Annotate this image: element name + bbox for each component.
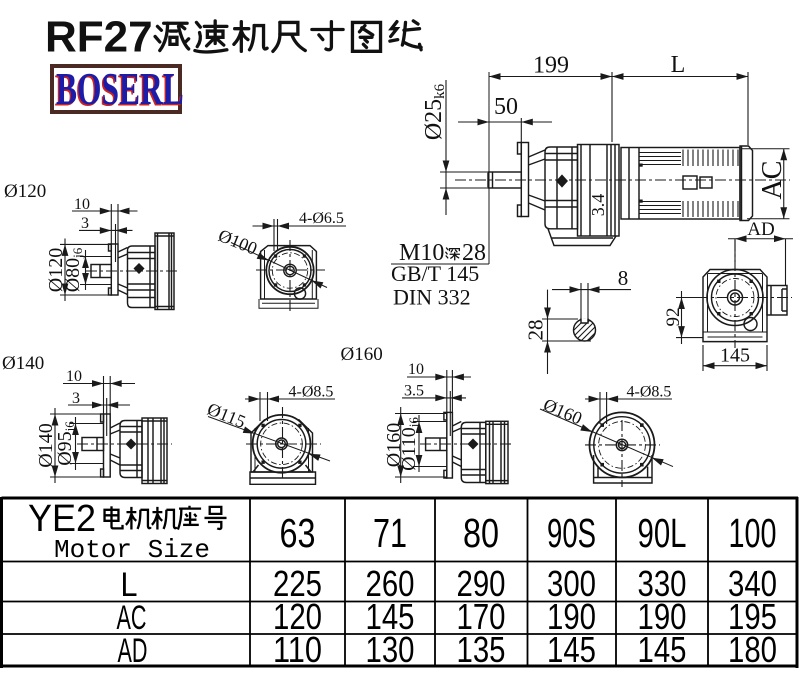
svg-text:145: 145 xyxy=(366,596,415,637)
svg-text:Ø110j6: Ø110j6 xyxy=(398,417,421,471)
svg-text:Ø160: Ø160 xyxy=(383,423,405,467)
svg-text:180: 180 xyxy=(728,629,777,670)
svg-text:3.4: 3.4 xyxy=(588,194,608,217)
svg-text:3: 3 xyxy=(81,215,89,232)
svg-text:BOSERL: BOSERL xyxy=(56,65,184,115)
svg-text:260: 260 xyxy=(366,563,415,604)
svg-text:4-Ø6.5: 4-Ø6.5 xyxy=(299,210,344,227)
svg-text:AC: AC xyxy=(117,599,147,637)
svg-text:DIN 332: DIN 332 xyxy=(393,285,471,310)
svg-text:4-Ø8.5: 4-Ø8.5 xyxy=(627,384,672,401)
svg-text:YE2: YE2 xyxy=(28,498,96,540)
svg-text:145: 145 xyxy=(547,629,596,670)
svg-text:90S: 90S xyxy=(547,510,596,556)
svg-text:Ø120: Ø120 xyxy=(4,181,46,202)
svg-text:50: 50 xyxy=(494,94,518,120)
svg-text:170: 170 xyxy=(457,596,506,637)
svg-text:Ø140: Ø140 xyxy=(2,353,44,374)
svg-text:4-Ø8.5: 4-Ø8.5 xyxy=(289,384,334,401)
svg-text:8: 8 xyxy=(618,266,629,290)
svg-text:199: 199 xyxy=(533,53,569,79)
svg-text:3.5: 3.5 xyxy=(404,383,424,400)
svg-text:190: 190 xyxy=(547,596,596,637)
svg-text:Motor Size: Motor Size xyxy=(54,535,210,565)
svg-text:Ø95j6: Ø95j6 xyxy=(54,421,77,466)
svg-text:130: 130 xyxy=(366,629,415,670)
svg-text:300: 300 xyxy=(547,563,596,604)
svg-text:90L: 90L xyxy=(638,510,687,556)
svg-text:AD: AD xyxy=(747,219,774,240)
svg-text:110: 110 xyxy=(273,629,322,670)
svg-text:330: 330 xyxy=(638,563,687,604)
svg-text:195: 195 xyxy=(728,596,777,637)
svg-text:RF27: RF27 xyxy=(45,13,153,62)
svg-text:3: 3 xyxy=(72,390,80,407)
svg-text:AD: AD xyxy=(118,632,148,670)
svg-text:92: 92 xyxy=(663,308,684,327)
svg-text:120: 120 xyxy=(273,596,322,637)
svg-text:Ø140: Ø140 xyxy=(35,423,57,467)
svg-text:225: 225 xyxy=(273,563,322,604)
svg-text:28: 28 xyxy=(524,320,548,341)
svg-text:63: 63 xyxy=(280,510,316,556)
svg-text:M10: M10 xyxy=(399,240,444,266)
svg-text:Ø160: Ø160 xyxy=(341,344,383,365)
svg-text:145: 145 xyxy=(720,345,750,367)
svg-text:80: 80 xyxy=(463,510,499,556)
svg-text:100: 100 xyxy=(729,510,777,556)
svg-text:28: 28 xyxy=(462,240,486,266)
svg-text:BOSERL: BOSERL xyxy=(55,66,183,116)
svg-text:Ø80j6: Ø80j6 xyxy=(62,247,85,292)
svg-text:340: 340 xyxy=(728,563,777,604)
svg-text:GB/T 145: GB/T 145 xyxy=(391,261,479,286)
svg-text:10: 10 xyxy=(408,361,424,378)
svg-text:L: L xyxy=(121,566,138,604)
svg-text:71: 71 xyxy=(373,510,407,556)
svg-text:135: 135 xyxy=(457,629,506,670)
svg-text:Ø120: Ø120 xyxy=(45,248,67,292)
svg-text:145: 145 xyxy=(638,629,687,670)
svg-text:290: 290 xyxy=(457,563,506,604)
svg-text:L: L xyxy=(671,52,686,78)
svg-text:10: 10 xyxy=(66,368,82,385)
svg-text:10: 10 xyxy=(74,196,90,213)
svg-text:190: 190 xyxy=(638,596,687,637)
